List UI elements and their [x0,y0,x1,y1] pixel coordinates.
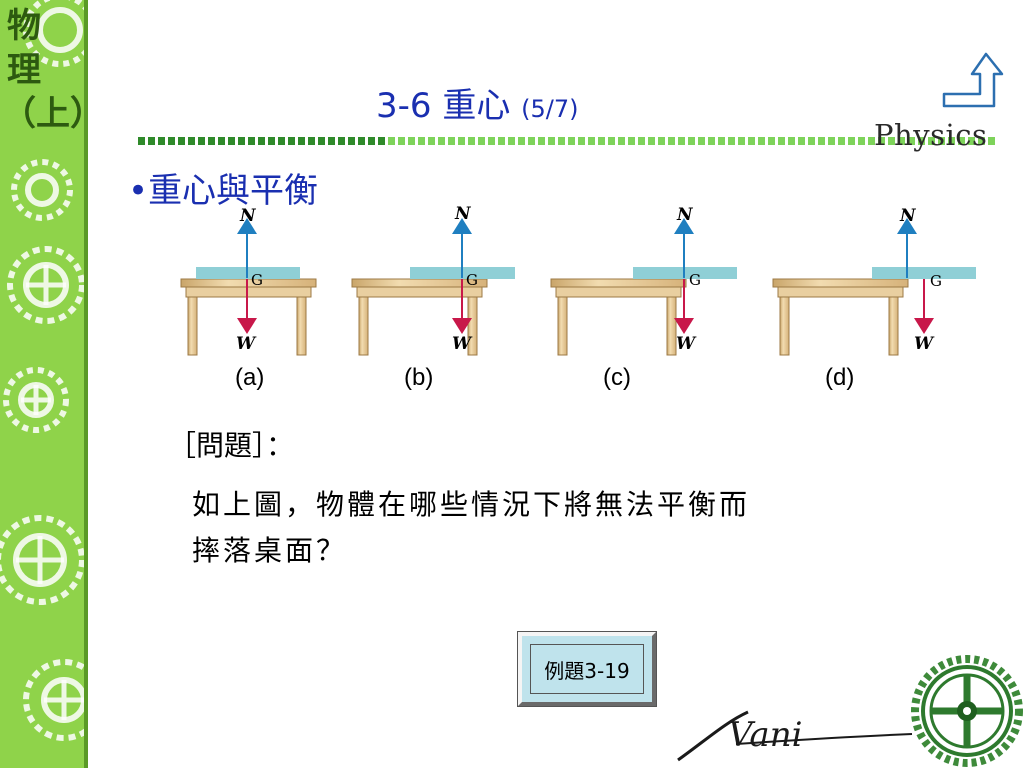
logo-text: Vani [728,715,802,755]
vani-logo: Vani [677,710,913,762]
question-text: 如上圖，物體在哪些情況下將無法平衡而 摔落桌面？ [192,482,932,574]
slide-title: 3-6 重心 (5/7) [376,78,579,127]
figure-c: N G W [550,205,737,356]
gear-icon [911,655,1023,767]
return-arrow-icon[interactable] [940,50,1004,112]
sidebar-gears-decoration [0,0,88,741]
sidebar: 物理（上） [0,0,88,768]
label-w-c: W [676,334,697,354]
label-g-d: G [930,272,942,290]
label-n-c: N [676,205,694,225]
sidebar-edge [84,0,88,768]
figure-a: N G W [180,206,317,356]
brand-physics: Physics [874,118,988,152]
label-w-d: W [914,334,935,354]
caption-b: (b) [404,364,434,391]
caption-d: (d) [825,364,855,391]
caption-a: (a) [235,364,265,391]
slide-title-main: 3-6 重心 [376,86,511,126]
bullet-marker: • [128,171,149,211]
figure-d: N G W [772,206,976,356]
caption-c: (c) [603,364,631,391]
table-d [772,278,909,356]
question-line-1: 如上圖，物體在哪些情況下將無法平衡而 [192,488,751,521]
slide-title-page: (5/7) [521,95,579,123]
board-d [872,267,976,279]
figure-b: N G W [351,204,515,356]
label-n-d: N [899,206,917,226]
label-w-a: W [236,334,257,354]
label-g-c: G [689,271,701,289]
example-button[interactable]: 例題3-19 [517,631,657,707]
label-n-b: N [454,204,472,224]
table-b [351,278,488,356]
label-n-a: N [239,206,257,226]
bullet-text: 重心與平衡 [148,171,319,211]
title-divider [138,137,995,145]
label-g-a: G [251,271,263,289]
label-w-b: W [452,334,473,354]
label-g-b: G [466,271,478,289]
question-label: ［問題］： [168,429,295,462]
table-a [180,278,317,356]
table-c [550,278,687,356]
example-button-label: 例題3-19 [530,644,644,694]
question-line-2: 摔落桌面？ [192,534,348,567]
bullet-heading: •重心與平衡 [128,163,318,212]
